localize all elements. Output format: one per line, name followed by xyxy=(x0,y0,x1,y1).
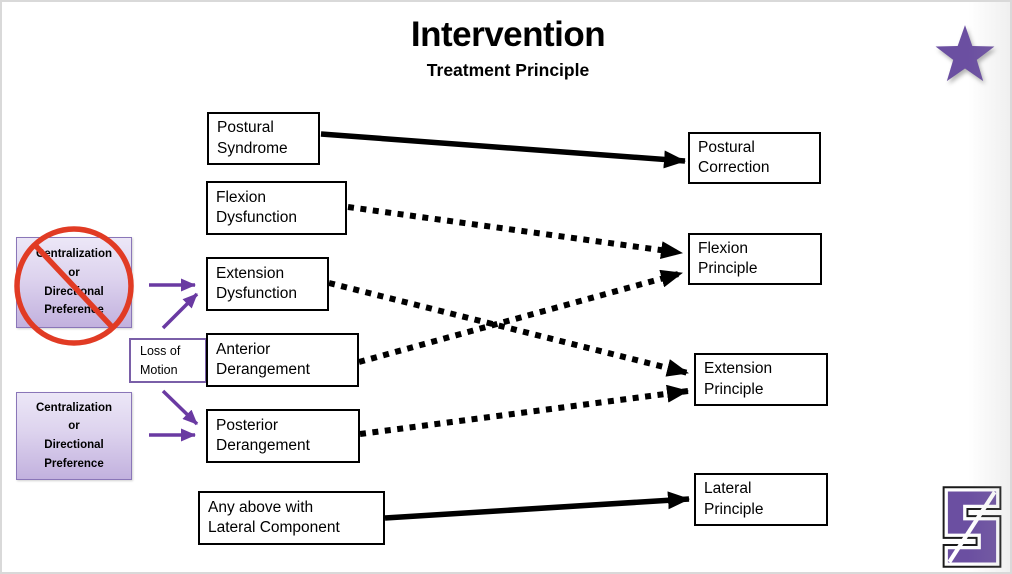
box-line: Loss of xyxy=(140,343,181,358)
arrow-extension-dysfunction-to-extension-principle xyxy=(328,280,689,377)
box-line: Centralization xyxy=(35,248,113,261)
node-postural-syndrome: Postural Syndrome xyxy=(207,112,320,165)
node-label-line: Any above with xyxy=(208,498,314,516)
arrow-any-above-with-lateral-component-to-lateral-principle xyxy=(384,491,690,521)
box-line: Directional xyxy=(44,285,104,298)
node-label-line: Principle xyxy=(704,500,764,518)
node-postural-correction: Postural Correction xyxy=(688,132,821,184)
node-posterior-derangement: Posterior Derangement xyxy=(206,409,360,463)
node-anterior-derangement: Anterior Derangement xyxy=(206,333,359,387)
node-label-line: Flexion xyxy=(698,239,748,257)
page-subtitle: Treatment Principle xyxy=(426,59,590,80)
box-line: Motion xyxy=(140,362,178,377)
arrow-posterior-derangement-to-extension-principle xyxy=(359,384,689,437)
node-lateral-principle: Lateral Principle xyxy=(694,473,828,526)
node-flexion-principle: Flexion Principle xyxy=(688,233,822,285)
node-label-line: Posterior xyxy=(216,416,279,434)
box-line: Centralization xyxy=(35,401,113,414)
node-extension-dysfunction: Extension Dysfunction xyxy=(206,257,329,311)
loss-of-motion-box: Loss of Motion xyxy=(129,338,207,383)
slide-header: Intervention Treatment Principle xyxy=(258,15,758,80)
node-label-line: Principle xyxy=(704,380,764,398)
node-label-line: Lateral xyxy=(704,480,752,498)
arrow-loss-of-motion-box-to-extension-dysfunction xyxy=(161,292,199,330)
node-label-line: Correction xyxy=(698,159,770,176)
node-label-line: Derangement xyxy=(216,437,310,454)
node-any-above-with-lateral-component: Any above with Lateral Component xyxy=(198,491,385,545)
node-label-line: Dysfunction xyxy=(216,285,297,302)
box-line: or xyxy=(68,420,80,433)
arrow-anterior-derangement-to-flexion-principle xyxy=(358,269,683,365)
page-title: Intervention xyxy=(410,15,606,54)
node-label-line: Postural xyxy=(217,119,274,137)
node-label-line: Extension xyxy=(216,264,285,282)
centralization-blocked-box: Centralization or Directional Preference xyxy=(16,237,132,328)
centralization-box: Centralization or Directional Preference xyxy=(16,392,132,480)
node-label-line: Postural xyxy=(698,138,755,156)
star-icon xyxy=(935,25,995,82)
node-label-line: Dysfunction xyxy=(216,209,297,226)
node-label-line: Derangement xyxy=(216,361,310,378)
node-label-line: Syndrome xyxy=(217,139,288,157)
box-line: Preference xyxy=(44,304,104,317)
arrow-flexion-dysfunction-to-flexion-principle xyxy=(347,204,683,260)
stockton-s-logo xyxy=(942,486,1002,568)
no-symbol-icon xyxy=(14,226,134,346)
node-label-line: Flexion xyxy=(216,188,266,206)
node-label-line: Anterior xyxy=(216,340,271,358)
node-label-line: Lateral Component xyxy=(208,519,340,536)
node-label-line: Principle xyxy=(698,260,758,277)
node-label-line: Extension xyxy=(704,360,773,378)
node-extension-principle: Extension Principle xyxy=(694,353,828,406)
box-line: Preference xyxy=(44,457,104,470)
box-line: or xyxy=(68,266,80,279)
box-line: Directional xyxy=(44,439,104,451)
arrow-loss-of-motion-box-to-posterior-derangement xyxy=(161,389,199,426)
arrow-postural-syndrome-to-postural-correction xyxy=(320,131,686,169)
node-flexion-dysfunction: Flexion Dysfunction xyxy=(206,181,347,235)
